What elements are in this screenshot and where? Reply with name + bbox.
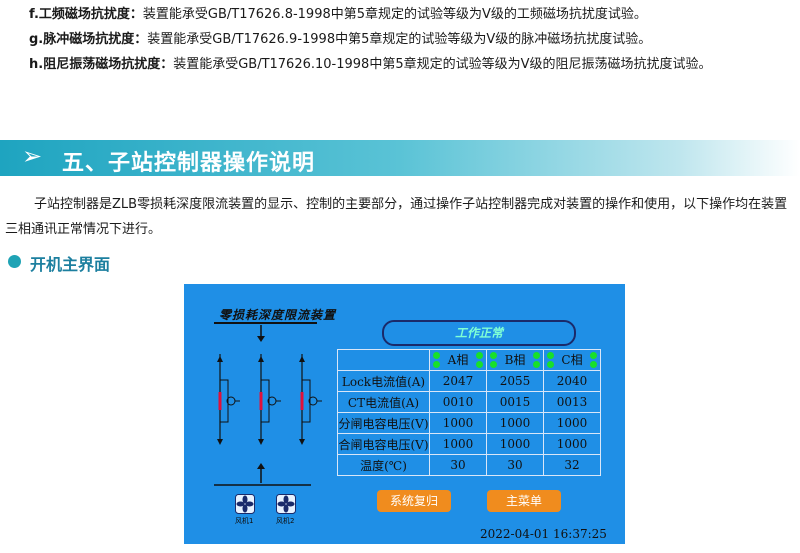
breaker-branch-icon: [258, 354, 281, 445]
indicator-light-icon: [590, 352, 597, 359]
system-reset-button[interactable]: 系统复归: [377, 490, 451, 512]
cell-value: 0013: [543, 391, 601, 413]
cell-value: 2055: [486, 370, 544, 392]
indicator-light-icon: [547, 361, 554, 368]
cell-value: 32: [543, 454, 601, 476]
single-line-diagram: [214, 325, 322, 486]
section-header-bar: ➢ 五、子站控制器操作说明: [0, 140, 800, 176]
cell-value: 30: [486, 454, 544, 476]
indicator-light-icon: [547, 352, 554, 359]
breaker-branch-icon: [299, 354, 322, 445]
main-menu-button[interactable]: 主菜单: [487, 490, 561, 512]
row-label: 合闸电容电压(V): [337, 433, 430, 455]
fan-label: 风机1: [235, 517, 254, 525]
cell-value: 1000: [429, 433, 487, 455]
indicator-light-icon: [433, 352, 440, 359]
table-row: 温度(℃) 30 30 32: [337, 454, 601, 476]
spec-text: 装置能承受GB/T17626.10-1998中第5章规定的试验等级为V级的阻尼振…: [173, 57, 712, 72]
spec-line-g: g.脉冲磁场抗扰度：装置能承受GB/T17626.9-1998中第5章规定的试验…: [29, 31, 651, 49]
spec-text: 装置能承受GB/T17626.8-1998中第5章规定的试验等级为V级的工频磁场…: [142, 7, 647, 22]
cell-value: 0010: [429, 391, 487, 413]
indicator-light-icon: [433, 361, 440, 368]
header-blank-cell: [337, 349, 430, 371]
indicator-light-icon: [533, 352, 540, 359]
spec-label: f.工频磁场抗扰度：: [29, 7, 143, 22]
cell-value: 30: [429, 454, 487, 476]
chevron-right-icon: ➢: [22, 142, 43, 170]
spec-line-h: h.阻尼振荡磁场抗扰度：装置能承受GB/T17626.10-1998中第5章规定…: [29, 56, 712, 74]
controller-screen: 零损耗深度限流装置: [184, 284, 625, 544]
phase-header-b: B相: [486, 349, 544, 371]
cell-value: 1000: [429, 412, 487, 434]
spec-label: h.阻尼振荡磁场抗扰度：: [29, 57, 174, 72]
indicator-light-icon: [490, 352, 497, 359]
bullet-dot-icon: [8, 255, 21, 268]
title-underline: [214, 322, 317, 324]
indicator-light-icon: [590, 361, 597, 368]
fan-icon[interactable]: [276, 494, 296, 514]
phase-header-a: A相: [429, 349, 487, 371]
phase-label: A相: [447, 353, 469, 367]
breaker-branch-icon: [217, 354, 240, 445]
fan-icon[interactable]: [235, 494, 255, 514]
cell-value: 0015: [486, 391, 544, 413]
section-title: 五、子站控制器操作说明: [62, 151, 316, 176]
indicator-light-icon: [476, 361, 483, 368]
indicator-light-icon: [476, 352, 483, 359]
phase-header-c: C相: [543, 349, 601, 371]
datetime-display: 2022-04-01 16:37:25: [480, 527, 607, 541]
table-header-row: A相 B相 C相: [337, 349, 601, 371]
fan-label: 风机2: [276, 517, 295, 525]
indicator-light-icon: [533, 361, 540, 368]
cell-value: 1000: [486, 412, 544, 434]
table-row: Lock电流值(A) 2047 2055 2040: [337, 370, 601, 392]
cell-value: 1000: [486, 433, 544, 455]
spec-line-f: f.工频磁场抗扰度：装置能承受GB/T17626.8-1998中第5章规定的试验…: [29, 6, 647, 24]
phase-label: C相: [561, 353, 583, 367]
spec-text: 装置能承受GB/T17626.9-1998中第5章规定的试验等级为V级的脉冲磁场…: [147, 32, 652, 47]
intro-paragraph: 子站控制器是ZLB零损耗深度限流装置的显示、控制的主要部分，通过操作子站控制器完…: [5, 197, 788, 237]
subsection-title: 开机主界面: [30, 255, 111, 274]
spec-label: g.脉冲磁场抗扰度：: [29, 32, 148, 47]
table-row: CT电流值(A) 0010 0015 0013: [337, 391, 601, 413]
row-label: 分闸电容电压(V): [337, 412, 430, 434]
table-row: 合闸电容电压(V) 1000 1000 1000: [337, 433, 601, 455]
row-label: 温度(℃): [337, 454, 430, 476]
cell-value: 1000: [543, 433, 601, 455]
status-indicator: 工作正常: [382, 320, 576, 346]
phase-data-table: A相 B相 C相: [337, 349, 601, 476]
row-label: Lock电流值(A): [337, 370, 430, 392]
phase-label: B相: [504, 353, 526, 367]
device-name: 零损耗深度限流装置: [219, 308, 337, 322]
table-row: 分闸电容电压(V) 1000 1000 1000: [337, 412, 601, 434]
cell-value: 1000: [543, 412, 601, 434]
cell-value: 2047: [429, 370, 487, 392]
row-label: CT电流值(A): [337, 391, 430, 413]
indicator-light-icon: [490, 361, 497, 368]
cell-value: 2040: [543, 370, 601, 392]
